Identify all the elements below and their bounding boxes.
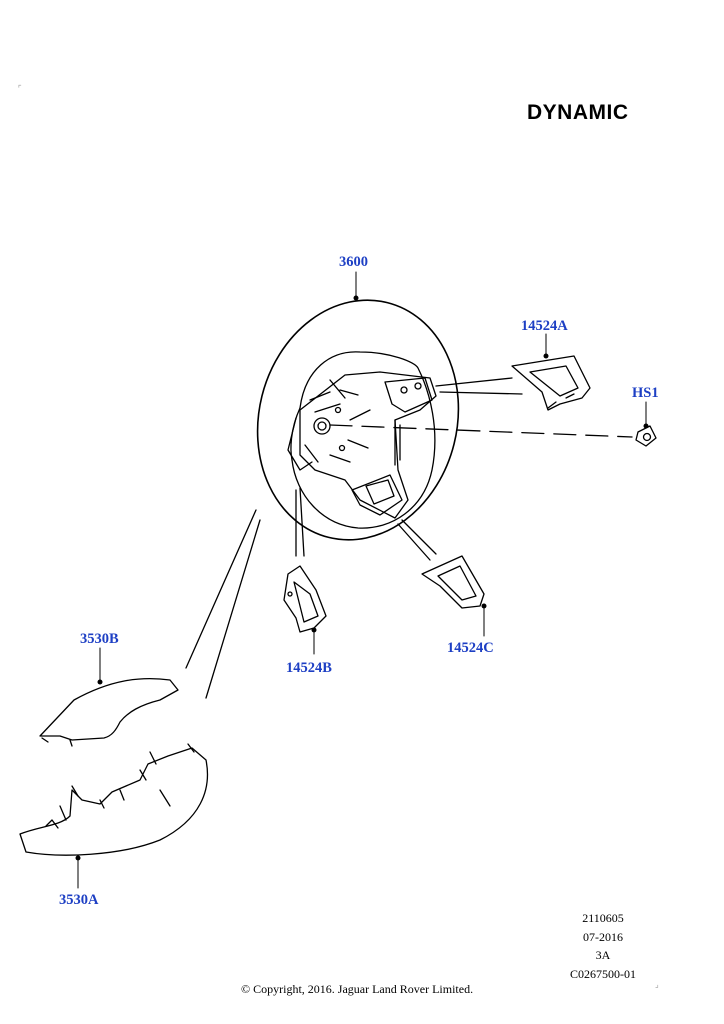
callout-14524b: 14524B	[286, 660, 332, 676]
crop-mark-bottom-right: ⌟	[655, 980, 659, 989]
drawing-reference-block: 2110605 07-2016 3A C0267500-01	[570, 909, 636, 983]
switch-pack-lower	[397, 519, 485, 609]
switch-pack-right	[435, 355, 591, 411]
copyright-notice: © Copyright, 2016. Jaguar Land Rover Lim…	[241, 982, 474, 996]
switch-pack-left	[283, 487, 327, 633]
reference-code: 2110605	[582, 911, 624, 925]
reference-drawing-id: C0267500-01	[570, 966, 636, 981]
column-cover-lower	[19, 743, 209, 856]
callout-14524c: 14524C	[447, 640, 494, 656]
reference-date: 07-2016	[583, 929, 623, 944]
callout-14524a: 14524A	[521, 318, 568, 334]
callout-3530b: 3530B	[80, 631, 119, 647]
screw-hs1	[329, 424, 657, 447]
callout-hs1: HS1	[632, 385, 659, 401]
steering-wheel	[256, 299, 460, 541]
leader-lines	[77, 271, 647, 889]
callout-3600: 3600	[339, 254, 368, 270]
leader-dots	[75, 295, 649, 861]
callout-3530a: 3530A	[59, 892, 99, 908]
diagram-title: DYNAMIC	[527, 101, 629, 124]
column-cover-upper	[39, 509, 261, 747]
reference-section: 3A	[595, 948, 611, 962]
crop-mark-top-left: ⌜	[18, 84, 22, 93]
